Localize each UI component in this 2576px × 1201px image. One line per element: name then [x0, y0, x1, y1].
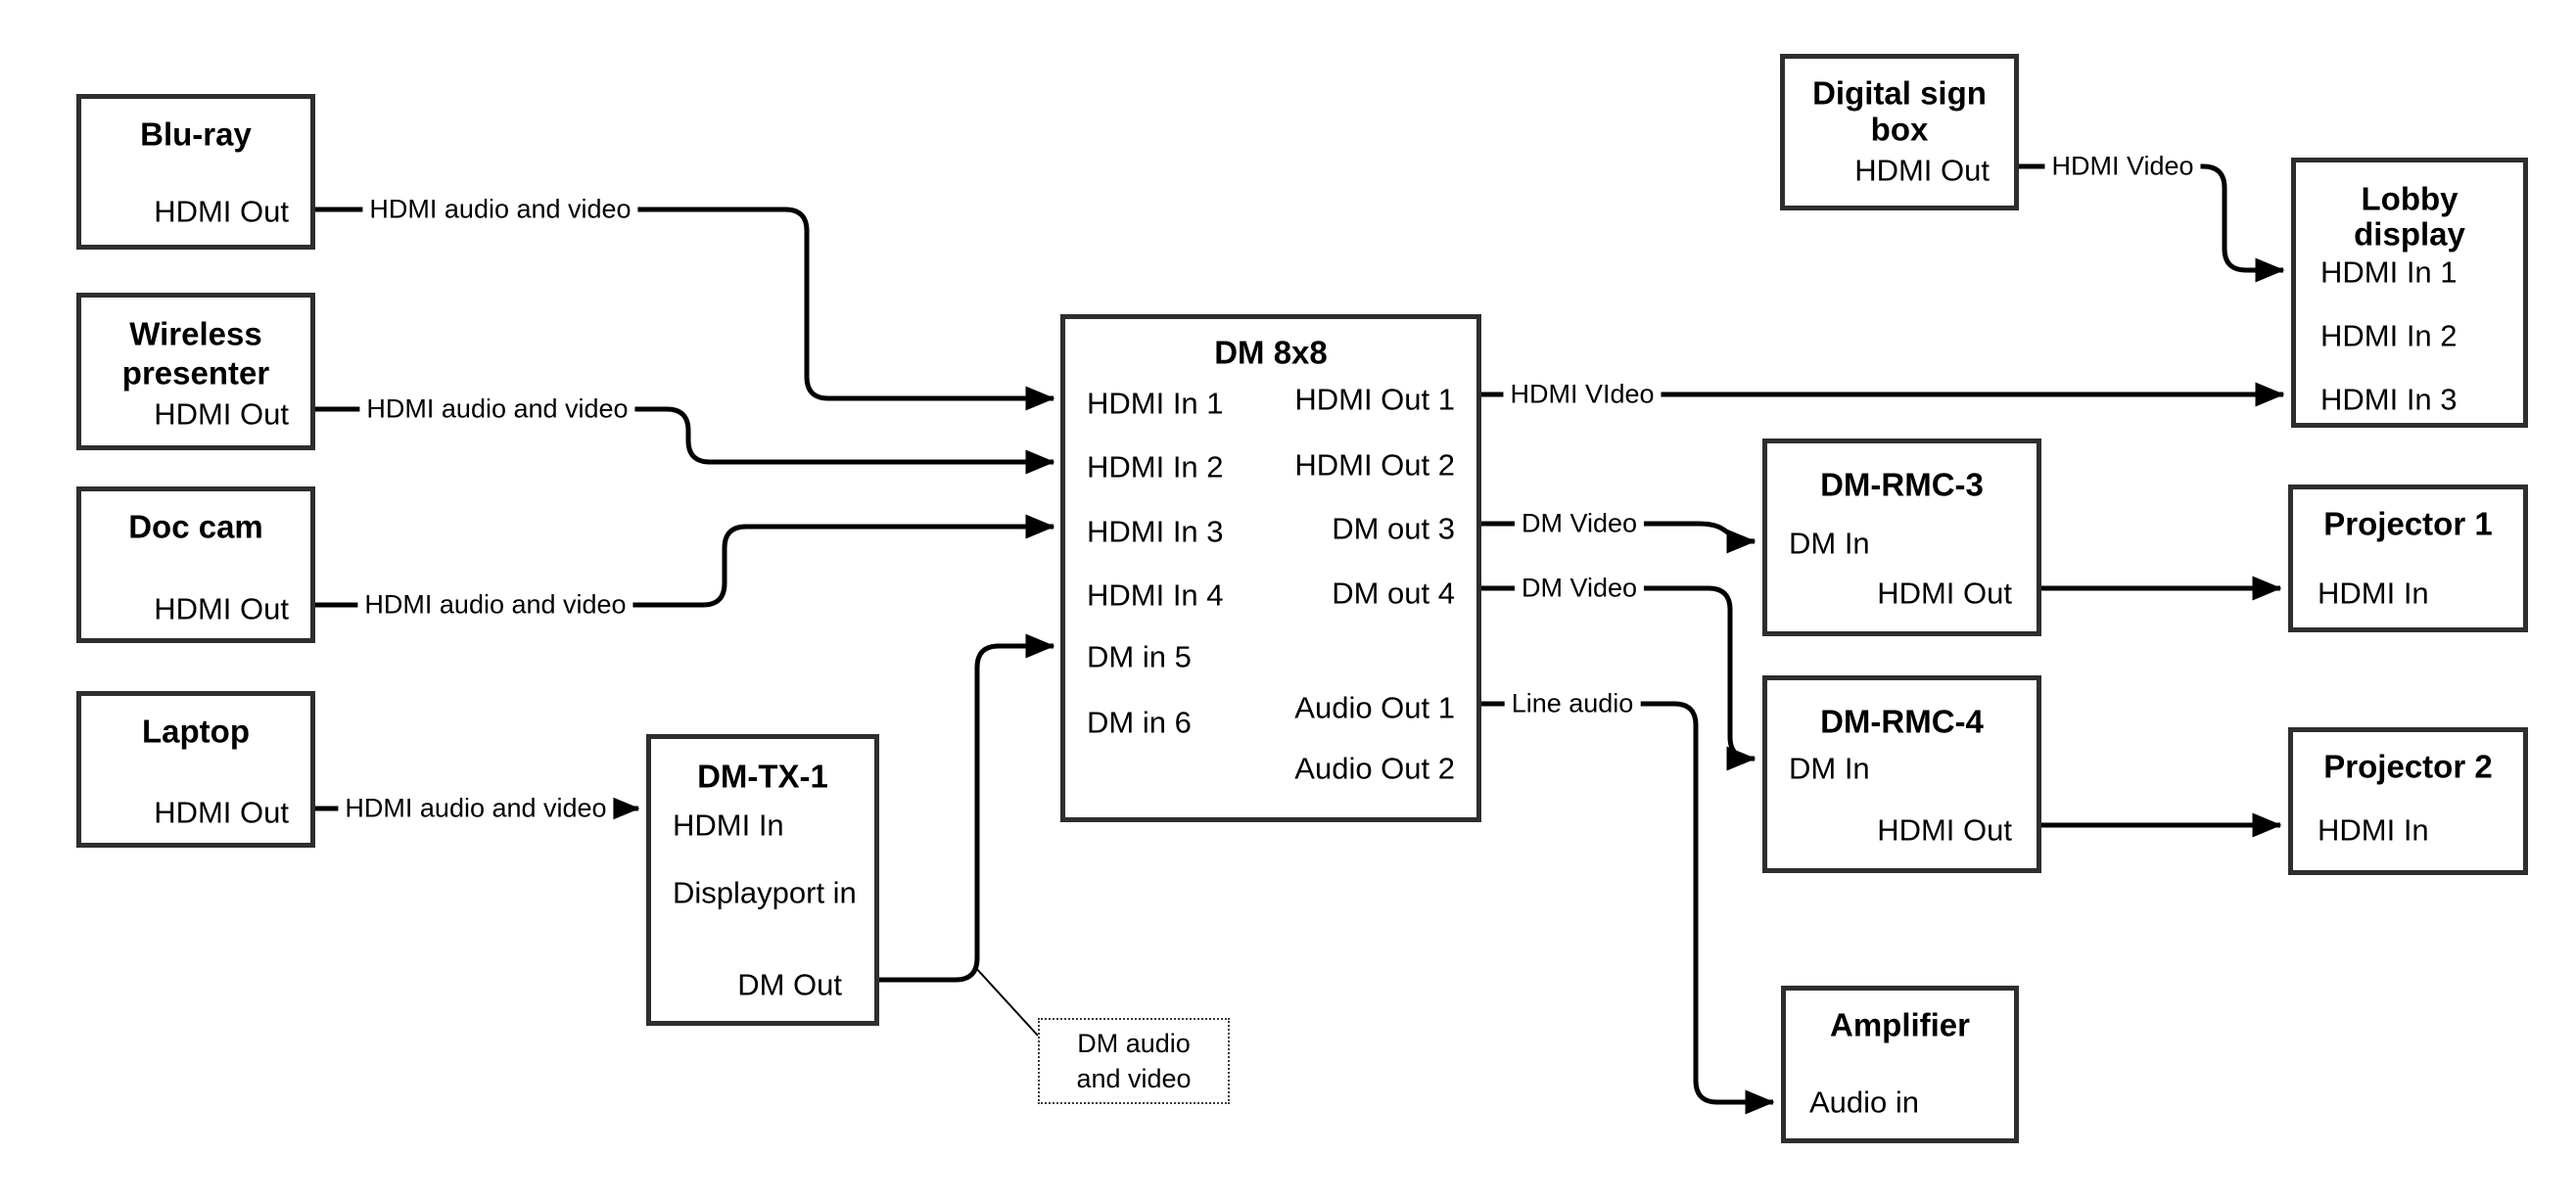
port-dm8x8-audio-out-1: Audio Out 1 — [1294, 690, 1455, 725]
port-doccam-hdmi-out: HDMI Out — [154, 591, 289, 626]
port-projector1-hdmi-in: HDMI In — [2318, 576, 2429, 611]
node-dmrmc3: DM-RMC-3 DM In HDMI Out — [1762, 439, 2041, 636]
node-projector2: Projector 2 HDMI In — [2288, 727, 2528, 875]
port-dm8x8-hdmi-in-1: HDMI In 1 — [1087, 386, 1224, 421]
node-doccam-title: Doc cam — [128, 508, 263, 545]
port-dm8x8-hdmi-in-3: HDMI In 3 — [1087, 514, 1224, 549]
port-laptop-hdmi-out: HDMI Out — [154, 795, 289, 830]
node-digital-sign-title-line2: box — [1870, 111, 1929, 148]
port-dm8x8-dm-in-6: DM in 6 — [1087, 705, 1192, 740]
note-leader-line — [974, 966, 1039, 1037]
node-digital-sign-title-line1: Digital sign — [1812, 74, 1987, 112]
connector-wireless-to-dm8x8-hdmi-in-2 — [315, 406, 1055, 475]
node-laptop: Laptop HDMI Out — [76, 691, 315, 848]
node-lobby-title-line1: Lobby — [2361, 180, 2459, 217]
port-bluray-hdmi-out: HDMI Out — [154, 194, 289, 229]
link-label-bluray-hdmi-av: HDMI audio and video — [362, 193, 638, 226]
link-label-hdmi-out1-video: HDMI VIdeo — [1503, 378, 1662, 411]
node-dmrmc4-title: DM-RMC-4 — [1820, 703, 1984, 740]
node-projector1-title: Projector 1 — [2323, 505, 2493, 542]
node-bluray: Blu-ray HDMI Out — [76, 94, 315, 250]
port-dmtx1-dm-out: DM Out — [737, 967, 842, 1002]
node-bluray-title: Blu-ray — [140, 115, 252, 153]
port-dmrmc4-hdmi-out: HDMI Out — [1877, 812, 2012, 848]
port-dm8x8-audio-out-2: Audio Out 2 — [1294, 751, 1455, 786]
port-dm8x8-hdmi-in-4: HDMI In 4 — [1087, 577, 1224, 613]
node-dm8x8-title: DM 8x8 — [1214, 334, 1328, 371]
node-wireless-title-line1: Wireless — [129, 315, 262, 352]
node-dmtx1: DM-TX-1 HDMI In Displayport in DM Out — [646, 734, 879, 1026]
note-dm-audio-and-video: DM audio and video — [1038, 1018, 1230, 1104]
node-dmrmc4: DM-RMC-4 DM In HDMI Out — [1762, 675, 2041, 873]
connector-dmtx1-to-dm8x8-dm-in-5 — [879, 633, 1055, 983]
node-lobby-title-line2: display — [2354, 215, 2465, 253]
port-dmrmc4-dm-in: DM In — [1789, 751, 1870, 786]
connector-digital-sign-to-lobby-hdmi-in-1 — [2019, 163, 2285, 283]
link-label-laptop-hdmi-av: HDMI audio and video — [338, 792, 614, 825]
node-amplifier: Amplifier Audio in — [1781, 986, 2019, 1143]
node-projector1: Projector 1 HDMI In — [2288, 485, 2528, 632]
node-dmtx1-title: DM-TX-1 — [697, 758, 828, 795]
node-lobby-display: Lobby display HDMI In 1 HDMI In 2 HDMI I… — [2291, 158, 2528, 428]
port-dm8x8-hdmi-out-2: HDMI Out 2 — [1294, 447, 1455, 483]
node-digital-sign-box: Digital sign box HDMI Out — [1780, 54, 2019, 210]
port-dmtx1-displayport-in: Displayport in — [673, 875, 857, 910]
connector-bluray-to-dm8x8-hdmi-in-1 — [315, 207, 1055, 411]
port-lobby-hdmi-in-2: HDMI In 2 — [2320, 318, 2458, 353]
port-dmrmc3-dm-in: DM In — [1789, 526, 1870, 561]
connector-dm8x8-dm-out-4-to-dmrmc4 — [1478, 585, 1756, 771]
node-wireless-presenter: Wireless presenter HDMI Out — [76, 293, 315, 450]
port-dm8x8-dm-out-3: DM out 3 — [1332, 511, 1455, 546]
port-lobby-hdmi-in-3: HDMI In 3 — [2320, 382, 2458, 417]
port-amplifier-audio-in: Audio in — [1809, 1085, 1920, 1120]
port-dmrmc3-hdmi-out: HDMI Out — [1877, 576, 2012, 611]
port-projector2-hdmi-in: HDMI In — [2318, 812, 2429, 848]
link-label-wireless-hdmi-av: HDMI audio and video — [359, 393, 635, 426]
node-dmrmc3-title: DM-RMC-3 — [1820, 466, 1984, 503]
connector-dm8x8-audio-out-1-to-amplifier — [1478, 701, 1775, 1115]
connector-doccam-to-dm8x8-hdmi-in-3 — [315, 514, 1055, 608]
link-label-dm-out3-video: DM Video — [1514, 507, 1645, 540]
node-dm8x8: DM 8x8 HDMI In 1 HDMI In 2 HDMI In 3 HDM… — [1060, 314, 1481, 822]
port-dm8x8-hdmi-out-1: HDMI Out 1 — [1294, 382, 1455, 417]
port-dm8x8-dm-in-5: DM in 5 — [1087, 639, 1192, 674]
port-dmtx1-hdmi-in: HDMI In — [673, 808, 784, 843]
port-digital-sign-hdmi-out: HDMI Out — [1854, 153, 1990, 188]
node-amplifier-title: Amplifier — [1829, 1006, 1971, 1043]
node-projector2-title: Projector 2 — [2323, 748, 2493, 785]
link-label-doccam-hdmi-av: HDMI audio and video — [357, 588, 633, 622]
connector-dm8x8-dm-out-3-to-dmrmc3 — [1478, 521, 1756, 554]
link-label-digital-sign-video: HDMI Video — [2044, 150, 2201, 183]
node-wireless-title-line2: presenter — [121, 354, 270, 392]
port-dm8x8-dm-out-4: DM out 4 — [1332, 576, 1455, 611]
link-label-dm-out4-video: DM Video — [1514, 572, 1645, 605]
port-lobby-hdmi-in-1: HDMI In 1 — [2320, 254, 2458, 290]
node-doc-cam: Doc cam HDMI Out — [76, 486, 315, 643]
link-label-line-audio: Line audio — [1504, 687, 1641, 720]
node-laptop-title: Laptop — [142, 713, 250, 750]
port-dm8x8-hdmi-in-2: HDMI In 2 — [1087, 449, 1224, 485]
port-wireless-hdmi-out: HDMI Out — [154, 396, 289, 432]
